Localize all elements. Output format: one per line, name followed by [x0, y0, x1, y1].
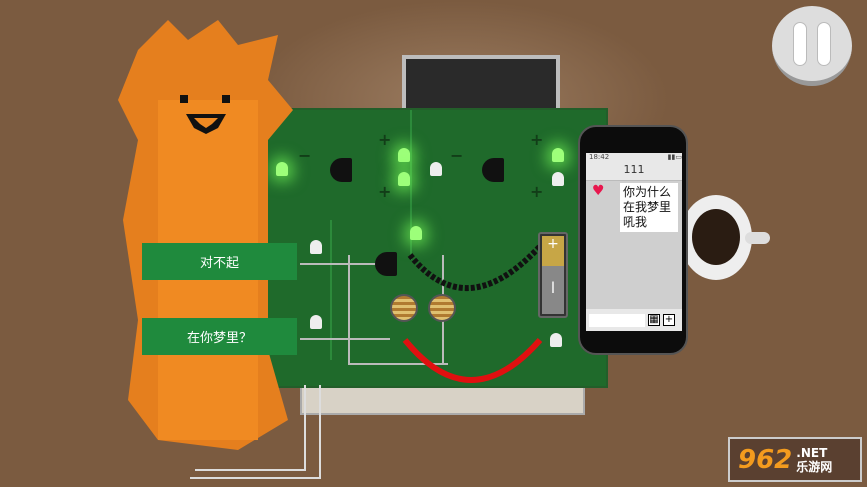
- plus-sign: +: [378, 130, 392, 149]
- emoji-button[interactable]: ▦: [648, 314, 660, 326]
- battery[interactable]: + I: [538, 232, 568, 318]
- led-on[interactable]: [276, 162, 288, 176]
- led-off[interactable]: [552, 172, 564, 186]
- led-on[interactable]: [552, 148, 564, 162]
- led-off[interactable]: [310, 240, 322, 254]
- coffee-cup: [680, 195, 752, 280]
- plus-sign: +: [378, 182, 392, 201]
- watermark-name: 乐游网: [796, 459, 833, 474]
- transistor[interactable]: [375, 252, 397, 276]
- red-wire: [402, 338, 543, 383]
- lcd-display: [402, 55, 560, 115]
- minus-sign: −: [298, 146, 312, 165]
- plus-sign: +: [530, 182, 544, 201]
- message-bubble: 你为什么在我梦里吼我: [620, 183, 678, 232]
- pause-icon: [817, 21, 831, 66]
- white-wire: [190, 385, 321, 479]
- contact-name: 111: [586, 163, 682, 181]
- phone: 18:42 ▮▮▭ 111 ♥ 你为什么在我梦里吼我 ▦ +: [578, 125, 688, 355]
- battery-signal-icon: ▮▮▭: [667, 153, 682, 161]
- phone-time: 18:42: [589, 153, 610, 161]
- pause-icon: [793, 21, 807, 66]
- heart-avatar-icon: ♥: [592, 183, 605, 199]
- coil[interactable]: [428, 294, 456, 322]
- led-off[interactable]: [310, 315, 322, 329]
- led-on[interactable]: [410, 226, 422, 240]
- lion-character: [118, 20, 293, 450]
- transistor[interactable]: [482, 158, 504, 182]
- plus-sign: +: [530, 130, 544, 149]
- pause-button[interactable]: [772, 6, 852, 86]
- add-button[interactable]: +: [663, 314, 675, 326]
- battery-minus: I: [542, 266, 564, 314]
- watermark-number: 962: [738, 444, 793, 475]
- led-off[interactable]: [550, 333, 562, 347]
- minus-sign: −: [450, 146, 464, 165]
- led-on[interactable]: [398, 172, 410, 186]
- battery-plus: +: [547, 236, 559, 252]
- led-off[interactable]: [430, 162, 442, 176]
- watermark-domain: .NET: [796, 445, 828, 460]
- coil[interactable]: [390, 294, 418, 322]
- transistor[interactable]: [330, 158, 352, 182]
- black-wire: [407, 233, 553, 292]
- led-on[interactable]: [398, 148, 410, 162]
- phone-screen: 18:42 ▮▮▭ 111 ♥ 你为什么在我梦里吼我 ▦ +: [586, 153, 682, 331]
- choice-button-in-your-dream[interactable]: 在你梦里？: [142, 318, 297, 355]
- message-input[interactable]: [589, 313, 645, 327]
- coffee-cup-handle: [745, 232, 770, 244]
- choice-button-sorry[interactable]: 对不起: [142, 243, 297, 280]
